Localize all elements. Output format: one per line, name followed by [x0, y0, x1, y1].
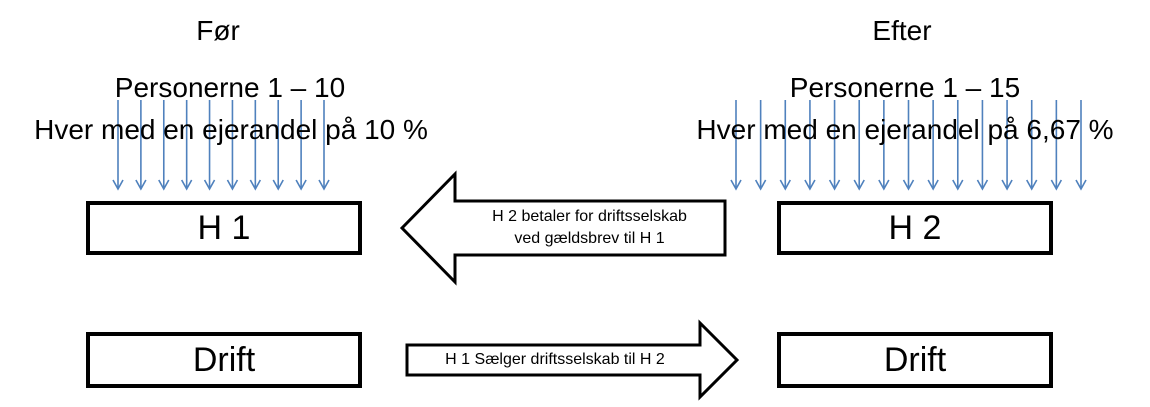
payment-block-arrow — [399, 170, 727, 286]
operating-box-before-label: Drift — [192, 340, 256, 379]
holding-box-h1: H 1 — [86, 201, 362, 255]
holding-box-h1-label: H 1 — [197, 208, 251, 247]
before-share-text: Hver med en ejerandel på 10 % — [34, 114, 428, 145]
payment-arrow-label: H 2 betaler for driftsselskab ved gældsb… — [452, 206, 727, 250]
operating-box-after-label: Drift — [883, 340, 947, 379]
operating-box-after: Drift — [777, 332, 1053, 388]
holding-box-h2-label: H 2 — [888, 208, 942, 247]
payment-arrow-label-line1: H 2 betaler for driftsselskab — [492, 208, 687, 225]
before-ownership-arrows — [112, 100, 330, 191]
holding-box-h2: H 2 — [777, 201, 1053, 255]
operating-box-before: Drift — [86, 332, 362, 388]
sale-block-arrow — [405, 319, 740, 401]
after-share-text: Hver med en ejerandel på 6,67 % — [696, 114, 1114, 145]
sale-arrow-label: H 1 Sælger driftsselskab til H 2 — [445, 351, 665, 368]
payment-arrow-label-line2: ved gældsbrev til H 1 — [514, 230, 665, 247]
after-persons-text: Personerne 1 – 15 — [789, 72, 1021, 103]
before-heading: Før — [196, 15, 240, 46]
before-persons-text: Personerne 1 – 10 — [114, 72, 346, 103]
after-heading: Efter — [872, 15, 932, 46]
after-ownership-arrows — [730, 100, 1087, 191]
